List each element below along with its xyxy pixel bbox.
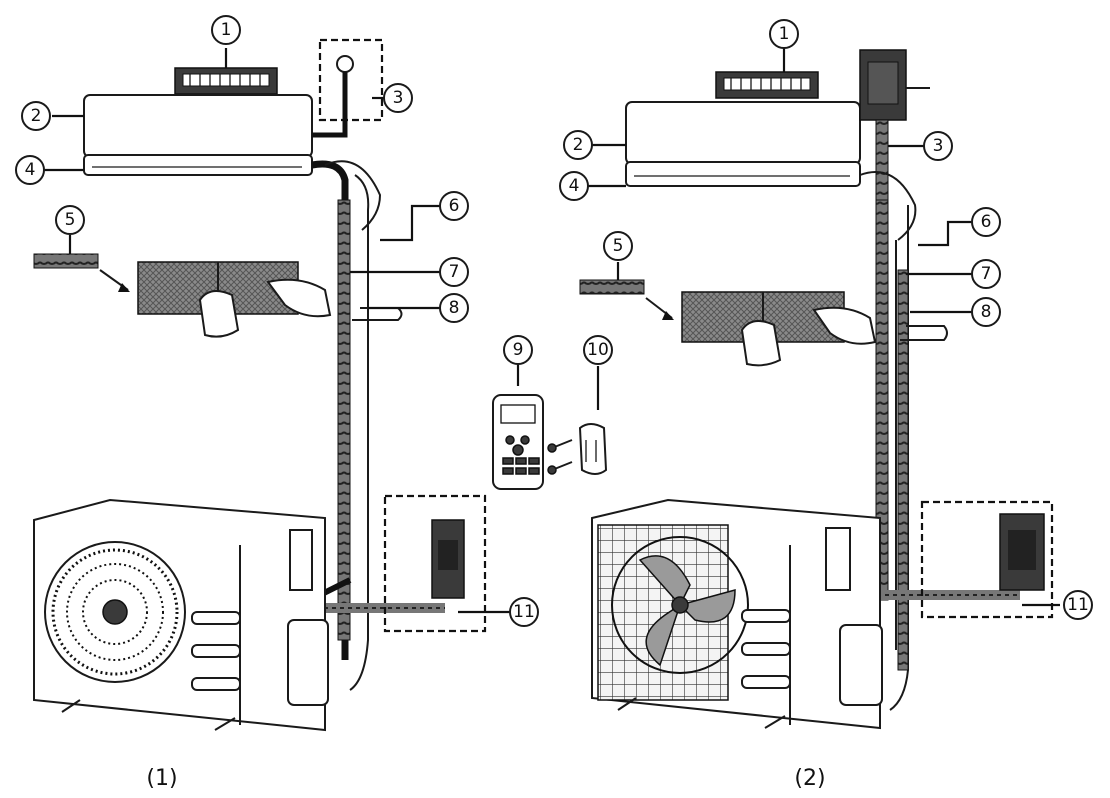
svg-text:6: 6	[981, 212, 992, 232]
svg-text:2: 2	[31, 106, 42, 126]
callout-5-2: 5	[603, 231, 633, 261]
callout-3-2: 3	[923, 131, 953, 161]
svg-text:8: 8	[449, 298, 460, 318]
wall-switch-box	[859, 49, 930, 201]
callout-6: 6	[439, 191, 469, 221]
figure-1: 1 2 3 4 5 6 7 8 11 (1)	[15, 15, 539, 791]
svg-text:11: 11	[1067, 595, 1089, 615]
callout-1-2: 1	[769, 19, 799, 49]
callout-8-2: 8	[971, 297, 1001, 327]
callout-8: 8	[439, 293, 469, 323]
pipe-assembly-2	[845, 170, 1020, 711]
svg-text:4: 4	[569, 176, 580, 196]
svg-text:2: 2	[573, 135, 584, 155]
remote-control	[492, 394, 544, 490]
svg-text:7: 7	[449, 262, 460, 282]
outdoor-unit	[33, 498, 329, 732]
air-filter-removal	[33, 253, 332, 338]
indoor-unit-2	[625, 101, 861, 187]
callout-2-2: 2	[563, 130, 593, 160]
power-plug	[312, 38, 384, 138]
mounting-plate-2	[715, 71, 819, 99]
callout-3: 3	[383, 83, 413, 113]
svg-text:11: 11	[513, 602, 535, 622]
callout-11: 11	[509, 597, 539, 627]
svg-text:4: 4	[25, 160, 36, 180]
svg-text:9: 9	[513, 340, 524, 360]
svg-text:10: 10	[587, 340, 609, 360]
mounting-plate	[174, 67, 278, 95]
svg-text:5: 5	[65, 210, 76, 230]
indoor-unit	[83, 94, 313, 176]
svg-text:1: 1	[779, 24, 790, 44]
callout-5: 5	[55, 205, 85, 235]
callout-2: 2	[21, 101, 51, 131]
callout-11-2: 11	[1063, 590, 1093, 620]
svg-text:3: 3	[933, 136, 944, 156]
air-filter-removal-2	[579, 279, 877, 367]
callout-7-2: 7	[971, 259, 1001, 289]
svg-text:1: 1	[221, 20, 232, 40]
svg-text:7: 7	[981, 264, 992, 284]
circuit-breaker	[383, 494, 487, 633]
svg-text:8: 8	[981, 302, 992, 322]
outdoor-unit-2	[591, 498, 883, 730]
callout-4-2: 4	[559, 171, 589, 201]
callout-4: 4	[15, 155, 45, 185]
svg-text:5: 5	[613, 236, 624, 256]
figure-1-caption: (1)	[146, 766, 177, 791]
callout-10: 10	[583, 335, 613, 365]
figure-2: 1 2 3 4 5 6 7 8 11 (2)	[559, 19, 1093, 791]
callout-9: 9	[503, 335, 533, 365]
remote-holder	[547, 423, 608, 475]
callout-6-2: 6	[971, 207, 1001, 237]
callout-7: 7	[439, 257, 469, 287]
svg-text:6: 6	[449, 196, 460, 216]
svg-text:3: 3	[393, 88, 404, 108]
callout-1: 1	[211, 15, 241, 45]
circuit-breaker-2	[920, 500, 1054, 619]
figure-2-caption: (2)	[794, 766, 825, 791]
